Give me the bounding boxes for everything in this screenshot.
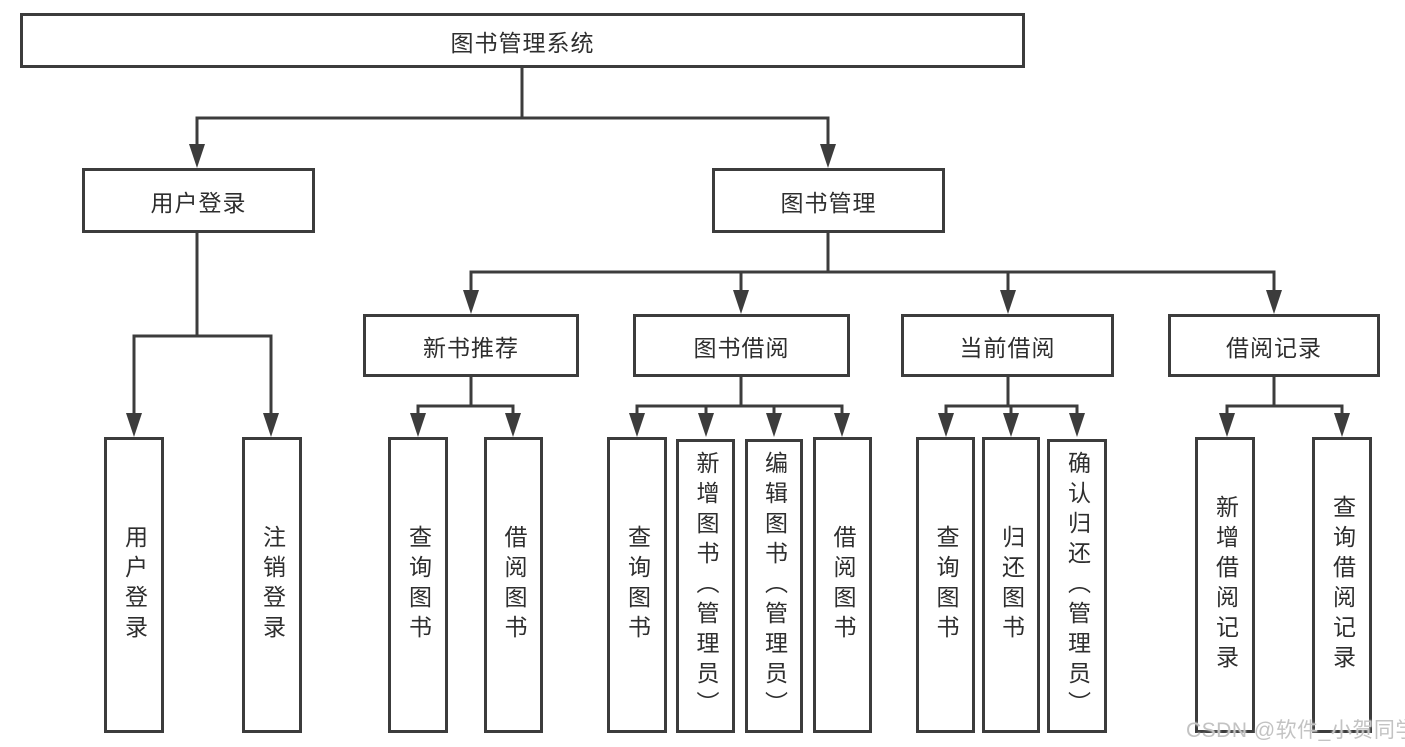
leaf-edit-book-admin: 编辑图书（管理员）	[745, 439, 803, 733]
node-new-book-recommend-label: 新书推荐	[423, 334, 519, 361]
node-borrow-records-label: 借阅记录	[1226, 334, 1322, 361]
watermark: CSDN @软件_小贺同学	[1186, 719, 1405, 742]
node-borrow-records: 借阅记录	[1168, 314, 1380, 377]
leaf-query-books-recommend: 查询图书	[388, 437, 448, 733]
leaf-return-books: 归还图书	[982, 437, 1040, 733]
leaf-user-login: 用户登录	[104, 437, 164, 733]
leaf-label: 查询图书	[624, 525, 651, 645]
leaf-label: 查询图书	[405, 525, 432, 645]
leaf-borrow-books-recommend: 借阅图书	[484, 437, 543, 733]
leaf-label: 借阅图书	[830, 525, 856, 645]
node-book-management-label: 图书管理	[780, 189, 877, 216]
leaf-label: 归还图书	[998, 525, 1025, 645]
node-book-borrow-label: 图书借阅	[693, 334, 790, 361]
leaf-confirm-return-admin: 确认归还（管理员）	[1047, 439, 1107, 733]
leaf-query-books-borrow: 查询图书	[607, 437, 667, 733]
node-book-borrow: 图书借阅	[633, 314, 850, 377]
node-current-borrow-label: 当前借阅	[959, 334, 1056, 361]
leaf-label: 查询借阅记录	[1329, 495, 1356, 675]
leaf-label: 新增借阅记录	[1212, 495, 1239, 675]
leaf-label: 编辑图书（管理员）	[761, 451, 788, 721]
leaf-logout: 注销登录	[242, 437, 302, 733]
leaf-add-borrow-record: 新增借阅记录	[1195, 437, 1255, 733]
leaf-label: 确认归还（管理员）	[1064, 451, 1091, 721]
leaf-query-borrow-record: 查询借阅记录	[1312, 437, 1372, 733]
node-root: 图书管理系统	[20, 13, 1025, 68]
leaf-label: 注销登录	[259, 525, 286, 645]
leaf-borrow-books-borrow: 借阅图书	[813, 437, 872, 733]
leaf-label: 新增图书（管理员）	[693, 451, 719, 721]
leaf-query-books-current: 查询图书	[916, 437, 975, 733]
node-user-login-label: 用户登录	[150, 189, 247, 216]
leaf-label: 查询图书	[933, 525, 959, 645]
leaf-label: 借阅图书	[501, 525, 527, 645]
node-user-login: 用户登录	[82, 168, 315, 233]
node-book-management: 图书管理	[712, 168, 945, 233]
node-current-borrow: 当前借阅	[901, 314, 1114, 377]
node-root-label: 图书管理系统	[450, 29, 595, 56]
node-new-book-recommend: 新书推荐	[363, 314, 579, 377]
leaf-add-book-admin: 新增图书（管理员）	[676, 439, 735, 733]
leaf-label: 用户登录	[121, 525, 148, 645]
